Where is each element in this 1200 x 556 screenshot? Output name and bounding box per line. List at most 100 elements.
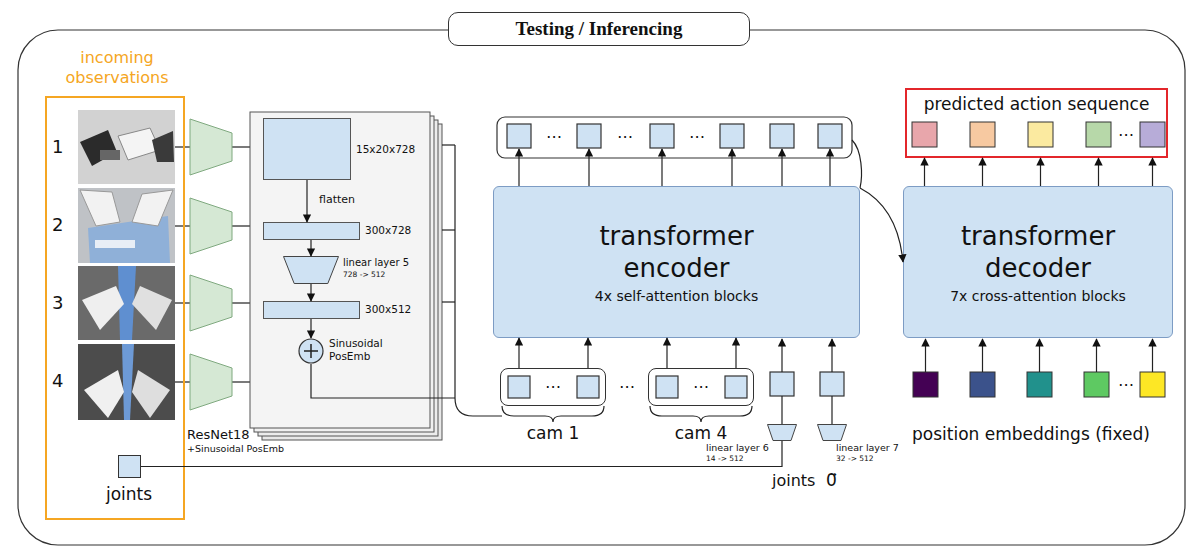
- projected-feature-bar: 300x512: [263, 301, 360, 319]
- encoder-output-row: [518, 149, 519, 186]
- camera-image: [84, 370, 124, 418]
- encoder-output-row: [829, 149, 830, 186]
- input-token: [770, 372, 794, 396]
- ellipsis: ⋯: [619, 377, 635, 396]
- encoder-output-row: [720, 124, 744, 148]
- module-note: +Sinusoidal PosEmb: [187, 443, 284, 454]
- position-embedding-wire: [925, 339, 926, 372]
- decoder-block: transformer decoder7x cross-attention bl…: [903, 186, 1173, 338]
- encoder-output-row: [497, 117, 852, 158]
- connector-arrow: [860, 188, 903, 262]
- image-wire: [175, 147, 262, 382]
- encoder-output-row: [519, 140, 861, 188]
- linear-layer-trapezoid: linear layer 614 -> 512: [767, 424, 797, 441]
- token-wire: [831, 396, 832, 424]
- action-token: [912, 122, 1165, 147]
- stacked-feature-panel: [250, 112, 442, 440]
- signal-name: joints: [772, 471, 815, 490]
- node-sublabel: 728 -> 512: [343, 270, 385, 279]
- encoder-output-row: [661, 149, 662, 186]
- connector-arrow: [310, 284, 311, 301]
- group-caption: position embeddings (fixed): [912, 424, 1150, 444]
- ellipsis: ⋯: [1118, 375, 1134, 394]
- resnet-encoder: [190, 354, 232, 410]
- image-wire: [175, 381, 190, 382]
- encoder-output-row: [852, 140, 861, 188]
- linear-layer-trapezoid: linear layer 732 -> 512: [817, 424, 847, 441]
- resnet-encoder: [190, 119, 232, 410]
- trapezoid-outline: [768, 425, 797, 441]
- connector-arrow: [141, 441, 782, 467]
- node-label: linear layer 6: [706, 442, 769, 453]
- node-label: incoming observations: [47, 48, 187, 88]
- connector-arrow: [306, 180, 307, 222]
- connector-arrow: [310, 319, 311, 338]
- joint-state-box: joints: [118, 455, 141, 478]
- ellipsis: ⋯: [617, 127, 633, 146]
- connector-arrow: [982, 158, 983, 186]
- module-name: ResNet18: [187, 427, 250, 443]
- camera-image: [95, 240, 135, 248]
- camera-image: [78, 266, 175, 340]
- position-embedding-token: [1027, 372, 1052, 397]
- feature-wire: [442, 229, 455, 230]
- connector-arrow: [666, 338, 667, 368]
- node-label: 15x20x728: [356, 143, 415, 155]
- node-label: linear layer 7: [836, 442, 899, 453]
- node-label: transformer decoder: [928, 220, 1148, 284]
- input-token: [508, 372, 844, 398]
- image-wire: [175, 225, 190, 226]
- position-embedding-token: [1140, 372, 1165, 397]
- position-embedding-wire: [1039, 339, 1040, 372]
- node-label: cam 4: [649, 423, 753, 443]
- connector-arrow: [518, 338, 519, 368]
- encoder-output-row: [577, 124, 601, 148]
- token-wire: [781, 396, 782, 424]
- feature-wire: [442, 144, 455, 145]
- position-embedding-wire: [1096, 339, 1097, 372]
- title-text: Testing / Inferencing: [516, 18, 683, 40]
- action-token: [1086, 122, 1111, 147]
- image-wire: [175, 302, 190, 303]
- image-wire: [175, 146, 190, 147]
- camera-image: [152, 131, 174, 162]
- ellipsis: ⋯: [689, 127, 705, 146]
- node-label: cam 1: [501, 423, 605, 443]
- camera-image: [80, 190, 120, 226]
- encoder-output-row: [650, 124, 674, 148]
- signal-name: 0⃗: [826, 470, 837, 490]
- node-sublabel: 14 -> 512: [706, 454, 744, 463]
- resnet-encoder: [190, 275, 232, 331]
- camera-image: [122, 344, 134, 420]
- camera-image: [100, 150, 120, 160]
- circle-outline: [298, 338, 324, 364]
- image-wire: [232, 302, 250, 303]
- title-box: Testing / Inferencing: [448, 12, 750, 46]
- connector-arrow: [1040, 158, 1041, 186]
- position-embedding-token: [1084, 372, 1109, 397]
- encoder-output-row: [731, 149, 732, 186]
- callout-number: 1: [52, 136, 63, 158]
- ellipsis: ⋯: [693, 377, 709, 396]
- position-embedding-token: [913, 372, 1165, 397]
- camera-image: [132, 286, 172, 330]
- connector-arrow: [924, 158, 925, 186]
- camera-image: [78, 110, 175, 184]
- node-label: Sinusoidal PosEmb: [329, 337, 403, 363]
- camera-image: [132, 370, 170, 418]
- trapezoid-outline: [818, 425, 847, 441]
- connector-arrow: [587, 338, 588, 368]
- encoder-output-row: [507, 124, 842, 148]
- action-token: [970, 122, 995, 147]
- input-token: [577, 376, 599, 398]
- camera-image: [78, 344, 175, 420]
- node-label: linear layer 5: [343, 257, 409, 268]
- node-sublabel: 4x self-attention blocks: [595, 288, 758, 304]
- callout-number: 4: [52, 370, 63, 392]
- callout-number: 3: [52, 292, 63, 314]
- camera-image: [78, 188, 175, 263]
- feature-wire: [502, 406, 604, 422]
- trapezoid-outline: [283, 256, 339, 284]
- encoder-output-row: [770, 124, 794, 148]
- camera-image: [78, 110, 175, 420]
